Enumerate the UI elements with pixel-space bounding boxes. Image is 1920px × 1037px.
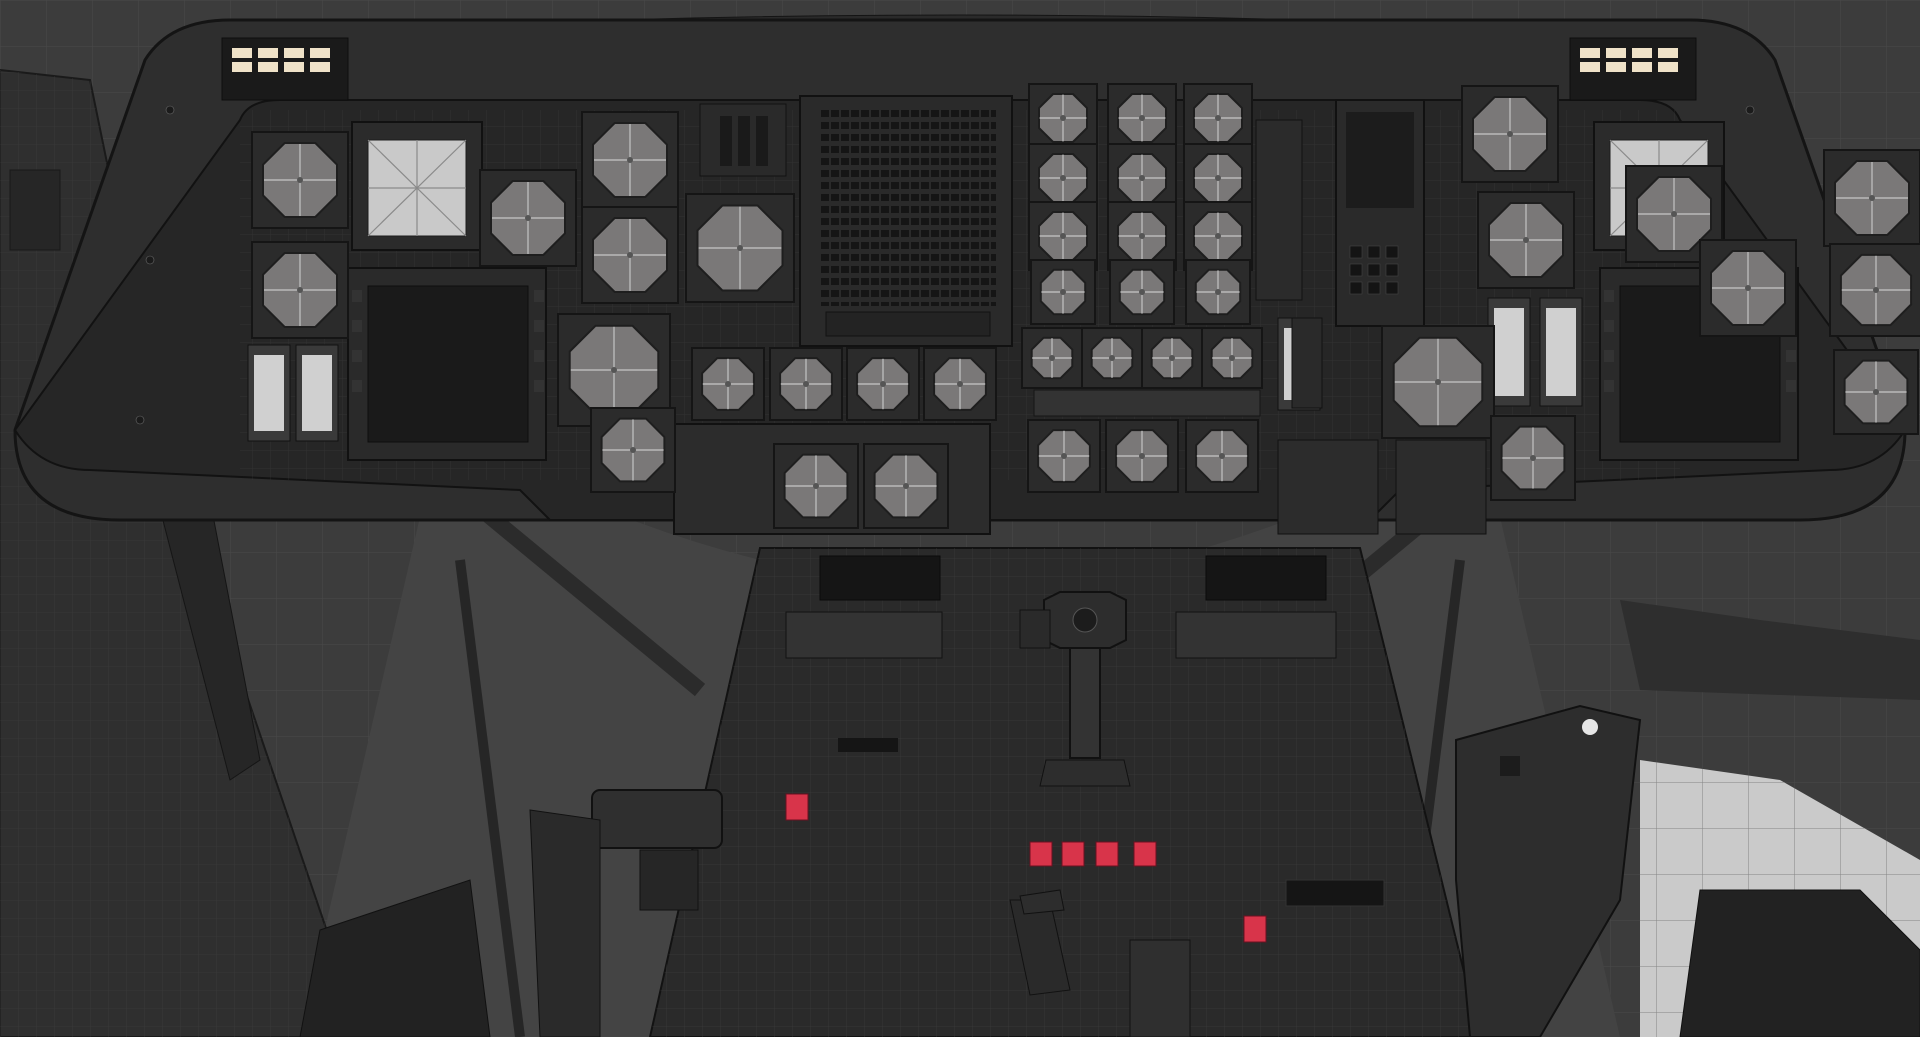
gauge-dial bbox=[1028, 83, 1098, 153]
left-attitude-indicator bbox=[351, 121, 483, 251]
gauge-dial bbox=[691, 347, 765, 421]
right-side-grip bbox=[1455, 704, 1642, 1037]
gauge-dial bbox=[769, 347, 843, 421]
gauge-dial bbox=[1477, 191, 1575, 289]
gauge-dial bbox=[1201, 327, 1263, 389]
gauge-dial bbox=[1829, 243, 1920, 337]
gauge-dial bbox=[1081, 327, 1143, 389]
left-standby-instruments bbox=[247, 344, 339, 442]
left-multifunction-display bbox=[347, 267, 547, 461]
gauge-dial bbox=[1183, 143, 1253, 213]
gauge-dial bbox=[1461, 85, 1559, 183]
gauge-dial bbox=[773, 443, 859, 529]
gauge-dial bbox=[1021, 327, 1083, 389]
gauge-dial bbox=[1185, 259, 1251, 325]
gauge-dial bbox=[251, 241, 349, 339]
gauge-dial bbox=[1833, 349, 1919, 435]
gauge-dial bbox=[685, 193, 795, 303]
gauge-dial bbox=[1030, 259, 1096, 325]
left-switch-block bbox=[699, 103, 787, 177]
gauge-dial bbox=[1490, 415, 1576, 501]
center-console bbox=[648, 547, 1482, 1037]
glareshield-light-left bbox=[221, 37, 349, 101]
gauge-dial bbox=[1823, 149, 1920, 247]
cdu-keypad bbox=[1335, 99, 1425, 327]
gauge-dial bbox=[923, 347, 997, 421]
gauge-dial bbox=[1109, 259, 1175, 325]
gauge-dial bbox=[1028, 143, 1098, 213]
gauge-dial bbox=[863, 443, 949, 529]
left-seat-edge bbox=[299, 879, 491, 1037]
gauge-dial bbox=[1107, 201, 1177, 271]
center-strip-panel bbox=[1033, 119, 1323, 417]
right-seat-edge bbox=[1679, 889, 1920, 1037]
left-side-grip bbox=[529, 789, 723, 1037]
gauge-dial bbox=[251, 131, 349, 229]
gauge-dial bbox=[1107, 83, 1177, 153]
center-radio-grille bbox=[799, 95, 1013, 347]
gauge-dial bbox=[1381, 325, 1495, 439]
gauge-dial bbox=[581, 111, 679, 209]
gauge-dial bbox=[590, 407, 676, 493]
gauge-dial bbox=[1183, 201, 1253, 271]
gauge-dial bbox=[581, 206, 679, 304]
gauge-cluster bbox=[251, 83, 1920, 529]
gauge-dial bbox=[1141, 327, 1203, 389]
gauge-dial bbox=[1183, 83, 1253, 153]
gauge-dial bbox=[1105, 419, 1179, 493]
gauge-dial bbox=[1028, 201, 1098, 271]
gauge-dial bbox=[1625, 165, 1723, 263]
gauge-dial bbox=[1027, 419, 1101, 493]
gauge-dial bbox=[479, 169, 577, 267]
glareshield-light-right bbox=[1569, 37, 1697, 101]
warning-switch-guards bbox=[785, 793, 1267, 943]
gauge-dial bbox=[1699, 239, 1797, 337]
gauge-dial bbox=[1185, 419, 1259, 493]
gauge-dial bbox=[846, 347, 920, 421]
collective-lever bbox=[1009, 889, 1071, 996]
cyclic-control-stick bbox=[1019, 591, 1131, 787]
